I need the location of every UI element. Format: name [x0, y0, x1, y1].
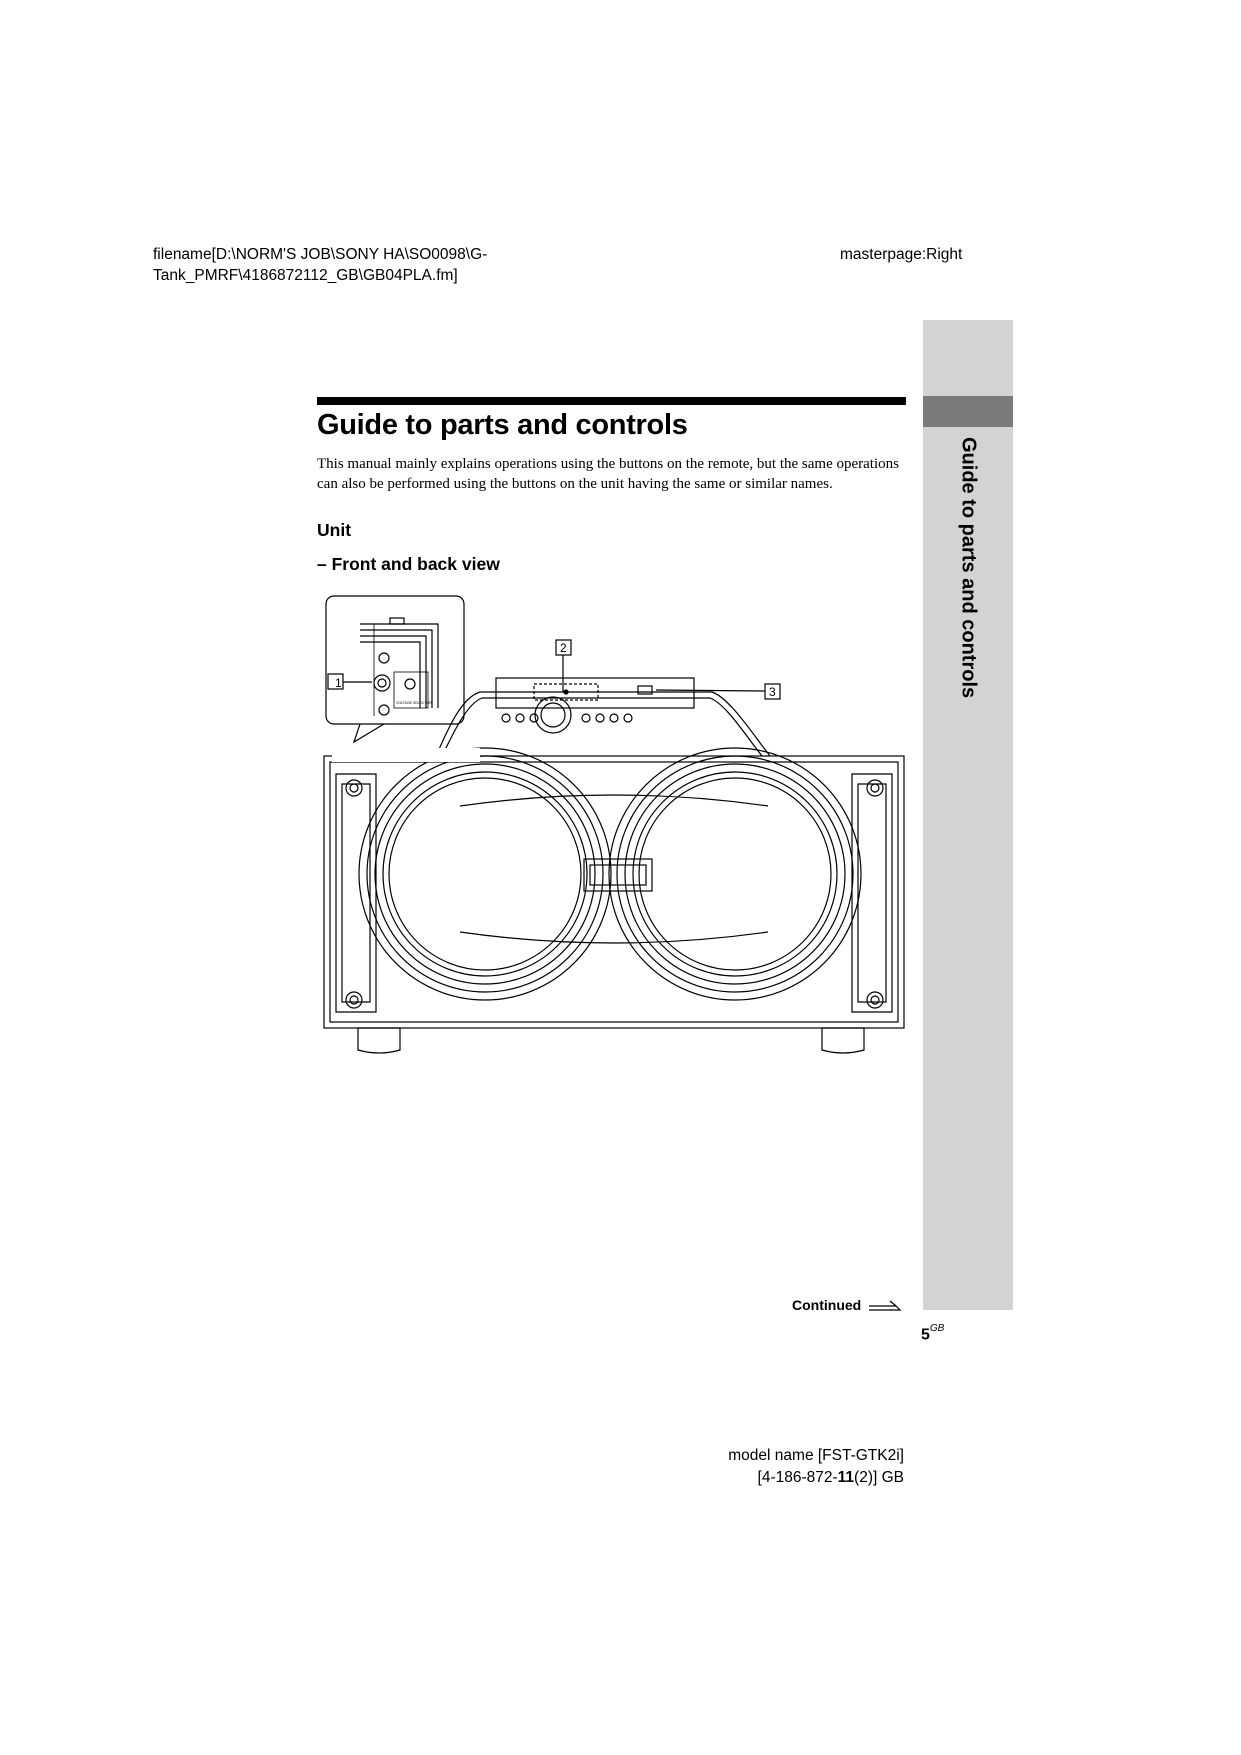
dock-display	[533, 683, 599, 701]
intro-paragraph: This manual mainly explains operations u…	[317, 456, 899, 492]
callout-2: 2	[560, 641, 567, 655]
part-code-prefix: [4-186-872-	[757, 1469, 838, 1486]
side-tab-label: Guide to parts and controls	[957, 437, 980, 699]
side-tab	[923, 320, 1013, 1310]
callout-1: 1	[335, 676, 342, 690]
callout-3: 3	[769, 685, 776, 699]
continued-arrow-icon	[869, 1300, 902, 1311]
part-code: [4-186-872-11(2)] GB	[620, 1467, 904, 1489]
header-filename: filename[D:\NORM'S JOB\SONY HA\SO0098\G-…	[153, 246, 488, 284]
page-number: 5GB	[921, 1323, 945, 1344]
part-code-bold: 11	[837, 1469, 855, 1486]
side-tab-marker	[923, 396, 1013, 427]
section-heading: Unit	[317, 520, 352, 540]
footer: model name [FST-GTK2i] [4-186-872-11(2)]…	[620, 1445, 904, 1489]
continued-label: Continued	[792, 1297, 862, 1313]
subsection-heading: – Front and back view	[317, 554, 500, 574]
unit-front-back-illustration: 1 2 3 VOLTAGE SELECTOR	[323, 595, 905, 1054]
header-masterpage: masterpage:Right	[840, 246, 963, 263]
page-number-suffix: GB	[929, 1323, 945, 1334]
voltage-selector-label: VOLTAGE SELECTOR	[396, 701, 432, 705]
page-title: Guide to parts and controls	[317, 409, 688, 441]
title-rule	[317, 397, 906, 405]
page-number-value: 5	[921, 1326, 930, 1344]
part-code-suffix: (2)] GB	[854, 1469, 904, 1486]
callout-3-box	[764, 683, 781, 700]
back-panel-inset	[325, 595, 465, 725]
model-name: model name [FST-GTK2i]	[728, 1447, 904, 1464]
